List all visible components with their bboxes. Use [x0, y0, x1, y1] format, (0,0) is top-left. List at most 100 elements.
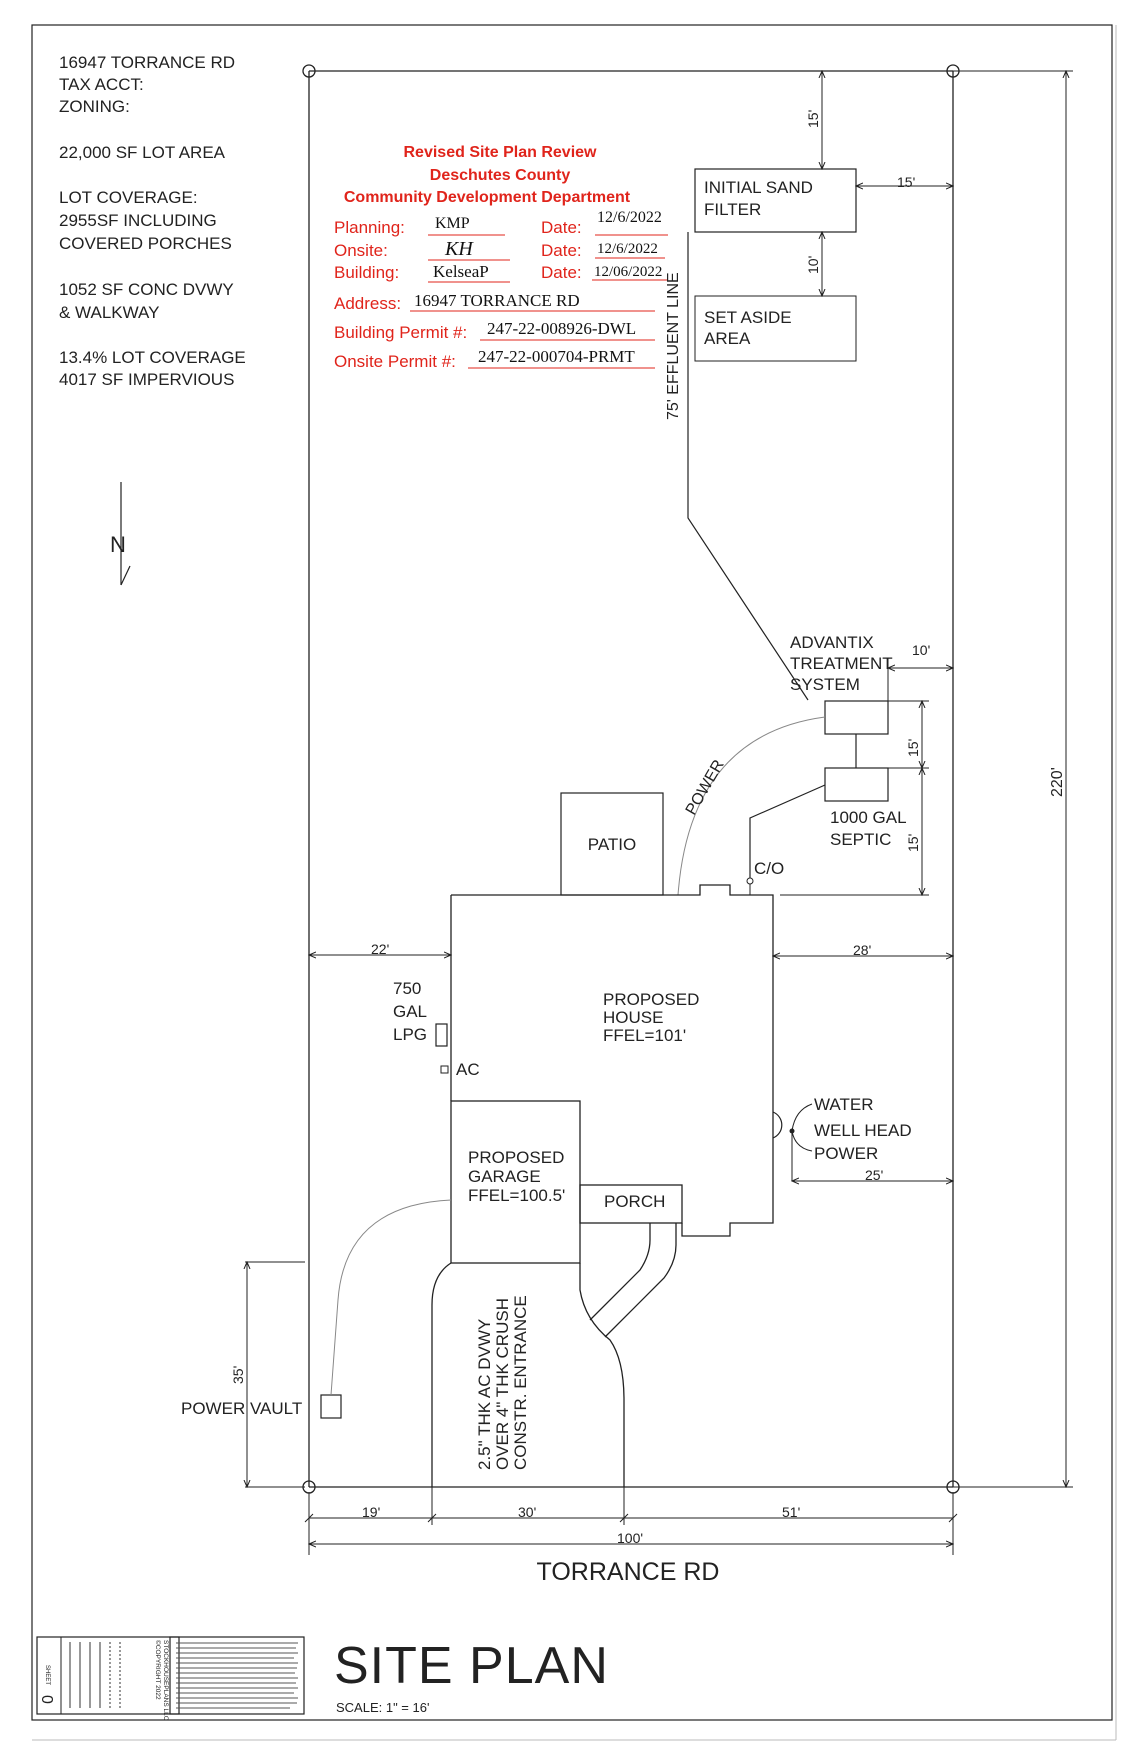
review-stamp: Revised Site Plan Review Deschutes Count…: [334, 144, 668, 371]
note-address: 16947 TORRANCE RD: [59, 53, 235, 72]
set-aside-label-2: AREA: [704, 329, 751, 348]
dim-10-filter: 10': [805, 256, 821, 274]
sheet-label: SHEET: [44, 1665, 50, 1685]
north-label: N: [110, 532, 126, 557]
dim-220: 220': [1049, 767, 1066, 797]
dim-100: 100': [617, 1530, 643, 1546]
road-label: TORRANCE RD: [537, 1558, 720, 1586]
septic-tank: 1000 GAL SEPTIC: [749, 784, 907, 880]
stamp-building-value: KelseaP: [433, 262, 489, 281]
stamp-date-label-1: Date:: [541, 218, 582, 237]
set-aside-area: SET ASIDE AREA: [694, 295, 857, 362]
stamp-building-label: Building:: [334, 263, 399, 282]
dim-51: 51': [782, 1504, 800, 1520]
lot-notes: 16947 TORRANCE RD TAX ACCT: ZONING: 22,0…: [59, 53, 246, 389]
note-dvwy-line1: 1052 SF CONC DVWY: [59, 280, 234, 299]
note-coverage-pct: 13.4% LOT COVERAGE: [59, 348, 246, 367]
dim-35: 35': [230, 1366, 246, 1384]
sheet-number: 0: [38, 1695, 55, 1704]
patio-label: PATIO: [588, 835, 637, 854]
power-arc-label: POWER: [683, 757, 728, 818]
dim-15-top: 15': [805, 110, 821, 128]
stamp-date-label-2: Date:: [541, 241, 582, 260]
septic-label-2: SEPTIC: [830, 830, 891, 849]
stamp-building-permit-label: Building Permit #:: [334, 323, 467, 342]
dimensions: [245, 71, 1066, 1555]
stamp-address-label: Address:: [334, 294, 401, 313]
dim-25: 25': [865, 1167, 883, 1183]
power-vault-label: POWER VAULT: [181, 1399, 302, 1418]
driveway: 2.5" THK AC DVWY OVER 4" THK CRUSH CONST…: [431, 1262, 625, 1487]
stamp-onsite-permit-label: Onsite Permit #:: [334, 352, 456, 371]
ac-unit: AC: [440, 1060, 480, 1079]
note-tax-acct: TAX ACCT:: [59, 75, 144, 94]
note-lot-coverage-line3: COVERED PORCHES: [59, 234, 232, 253]
stamp-title-3: Community Development Department: [344, 189, 631, 206]
garage-label-2: GARAGE: [468, 1167, 541, 1186]
stamp-planning-date: 12/6/2022: [597, 209, 662, 226]
well-label-3: POWER: [814, 1144, 878, 1163]
advantix-label-3: SYSTEM: [790, 675, 860, 694]
advantix-label-1: ADVANTIX: [790, 633, 874, 652]
copyright-line-1: ©COPYRIGHT 2022: [154, 1640, 162, 1700]
title-block: SHEET 0 ©COPYRIGHT 2022 STOCKHOUSEPLANS …: [36, 1636, 609, 1721]
well-label-1: WATER: [814, 1095, 874, 1114]
stamp-onsite-label: Onsite:: [334, 241, 388, 260]
note-zoning: ZONING:: [59, 97, 130, 116]
garage-label-3: FFEL=100.5': [468, 1186, 565, 1205]
dim-22: 22': [371, 941, 389, 957]
driveway-label-2: OVER 4" THK CRUSH: [493, 1298, 512, 1470]
stamp-address-value: 16947 TORRANCE RD: [414, 291, 580, 310]
septic-label-1: 1000 GAL: [830, 808, 907, 827]
driveway-label-1: 2.5" THK AC DVWY: [475, 1319, 494, 1470]
sand-filter: INITIAL SAND FILTER: [694, 168, 857, 233]
stamp-onsite-permit-value: 247-22-000704-PRMT: [478, 347, 635, 366]
sand-filter-label-1: INITIAL SAND: [704, 178, 813, 197]
effluent-line-label: 75' EFFLUENT LINE: [665, 272, 682, 420]
set-aside-label-1: SET ASIDE: [704, 308, 792, 327]
proposed-house: PROPOSED HOUSE FFEL=101': [450, 884, 774, 1237]
well-label-2: WELL HEAD: [814, 1121, 912, 1140]
north-arrow-icon: N: [110, 482, 131, 586]
stamp-date-label-3: Date:: [541, 263, 582, 282]
sand-filter-label-2: FILTER: [704, 200, 761, 219]
stamp-onsite-date: 12/6/2022: [597, 241, 658, 257]
house-label-2: HOUSE: [603, 1008, 663, 1027]
stamp-building-date: 12/06/2022: [594, 264, 662, 280]
property-boundary: [302, 64, 1073, 1494]
dim-19: 19': [362, 1504, 380, 1520]
garage-label-1: PROPOSED: [468, 1148, 564, 1167]
lpg-label-1: 750: [393, 979, 421, 998]
note-dvwy-line2: & WALKWAY: [59, 303, 159, 322]
drawing-scale: SCALE: 1" = 16': [336, 1700, 429, 1715]
stamp-planning-value: KMP: [435, 215, 470, 232]
proposed-garage: PROPOSED GARAGE FFEL=100.5': [450, 1100, 581, 1264]
patio: PATIO: [560, 792, 664, 896]
lpg-label-3: LPG: [393, 1025, 427, 1044]
power-vault: POWER VAULT: [181, 1199, 452, 1419]
drawing-title: SITE PLAN: [334, 1637, 609, 1695]
house-label-1: PROPOSED: [603, 990, 699, 1009]
driveway-label-3: CONSTR. ENTRANCE: [511, 1295, 530, 1470]
copyright-line-2: STOCKHOUSEPLANS LLC: [162, 1640, 169, 1721]
cleanout-label: C/O: [754, 859, 784, 878]
effluent-line: 75' EFFLUENT LINE: [665, 232, 809, 701]
dim-15-septic: 15': [905, 834, 921, 852]
note-lot-area: 22,000 SF LOT AREA: [59, 143, 226, 162]
cleanout: C/O: [746, 859, 784, 895]
note-lot-coverage-line2: 2955SF INCLUDING: [59, 211, 217, 230]
advantix-label-2: TREATMENT: [790, 654, 893, 673]
house-label-3: FFEL=101': [603, 1026, 686, 1045]
stamp-planning-label: Planning:: [334, 218, 405, 237]
dim-30: 30': [518, 1504, 536, 1520]
stamp-onsite-value: KH: [444, 238, 474, 260]
dim-15-tanks: 15': [905, 739, 921, 757]
power-line: POWER: [677, 716, 826, 896]
fine-print-block: [169, 1636, 305, 1715]
stamp-title-2: Deschutes County: [430, 167, 571, 184]
dim-28: 28': [853, 942, 871, 958]
note-lot-coverage-title: LOT COVERAGE:: [59, 188, 198, 207]
stamp-title-1: Revised Site Plan Review: [404, 144, 598, 161]
note-impervious: 4017 SF IMPERVIOUS: [59, 370, 234, 389]
water-well-head: WATER WELL HEAD POWER: [772, 1095, 912, 1181]
